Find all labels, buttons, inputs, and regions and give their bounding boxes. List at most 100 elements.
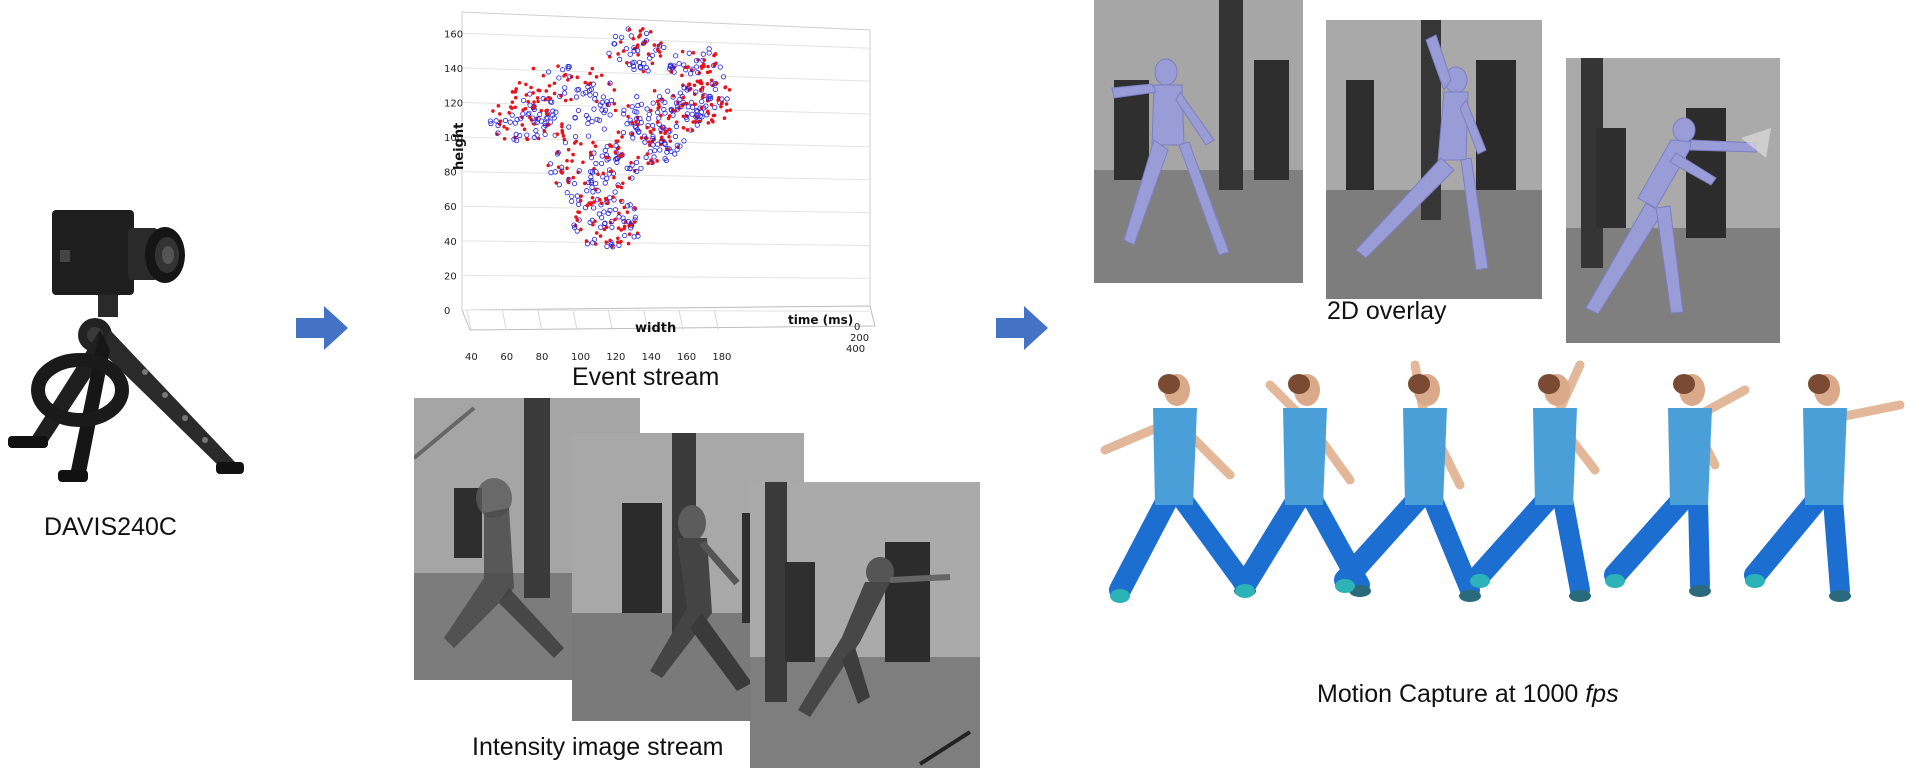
event-point-negative xyxy=(688,99,695,106)
event-point-positive xyxy=(705,82,710,86)
event-point-positive xyxy=(505,127,509,131)
event-point-negative xyxy=(613,142,619,149)
y-tick-label: 160 xyxy=(444,29,463,40)
event-camera-image xyxy=(0,200,250,500)
grid-line xyxy=(678,309,684,331)
event-point-positive xyxy=(619,154,623,159)
plot-grid xyxy=(461,11,876,331)
event-point-positive xyxy=(574,215,578,219)
grid-line xyxy=(643,309,649,331)
event-point-positive xyxy=(667,127,672,132)
event-point-positive xyxy=(706,64,710,69)
event-point-positive xyxy=(713,52,718,56)
event-point-positive xyxy=(685,128,690,132)
camera-label: DAVIS240C xyxy=(44,513,177,541)
event-point-negative xyxy=(689,111,695,117)
event-point-positive xyxy=(531,91,535,95)
mocap-leg xyxy=(1604,489,1693,586)
event-point-negative xyxy=(545,69,552,75)
event-point-positive xyxy=(616,130,621,134)
event-point-positive xyxy=(681,102,686,106)
mocap-hair xyxy=(1538,374,1560,394)
event-point-negative xyxy=(588,174,594,180)
event-point-positive xyxy=(646,161,651,165)
event-point-positive xyxy=(536,99,540,104)
event-point-positive xyxy=(612,175,616,180)
event-point-negative xyxy=(628,33,634,39)
event-point-negative xyxy=(569,198,575,204)
event-point-positive xyxy=(658,54,663,58)
event-point-positive xyxy=(655,159,659,163)
event-point-negative xyxy=(659,124,665,130)
event-point-negative xyxy=(518,116,524,122)
event-point-positive xyxy=(535,96,540,100)
event-point-negative xyxy=(607,112,613,118)
event-point-negative xyxy=(560,67,566,73)
event-point-negative xyxy=(656,94,663,100)
event-point-positive xyxy=(579,142,583,146)
event-point-negative xyxy=(495,130,501,136)
event-point-negative xyxy=(609,218,615,225)
mocap-figure xyxy=(1604,374,1750,597)
event-point-positive xyxy=(502,124,506,129)
event-point-negative xyxy=(564,190,570,196)
event-point-negative xyxy=(634,168,640,175)
event-point-negative xyxy=(621,107,627,113)
event-point-negative xyxy=(566,124,572,130)
event-point-negative xyxy=(650,123,656,129)
event-point-negative xyxy=(624,121,630,127)
event-point-negative xyxy=(562,140,569,146)
event-point-positive xyxy=(585,203,590,208)
event-point-positive xyxy=(616,226,621,230)
event-point-negative xyxy=(655,141,661,147)
event-point-positive xyxy=(621,181,625,186)
event-point-negative xyxy=(661,44,667,51)
event-point-negative xyxy=(717,64,723,70)
event-point-negative xyxy=(646,116,652,122)
event-point-negative xyxy=(495,122,501,129)
event-point-positive xyxy=(498,119,503,123)
event-point-positive xyxy=(627,27,632,32)
event-point-negative xyxy=(573,133,579,140)
event-point-negative xyxy=(590,240,596,246)
event-point-positive xyxy=(576,210,580,214)
event-point-positive xyxy=(622,226,626,231)
event-point-positive xyxy=(631,36,636,41)
event-point-positive xyxy=(681,83,685,88)
event-point-negative xyxy=(589,169,596,175)
event-point-negative xyxy=(599,153,605,159)
event-point-positive xyxy=(545,112,550,116)
mocap-leg xyxy=(1334,489,1428,591)
right-arrow-icon xyxy=(996,306,1048,350)
mocap-hair xyxy=(1673,374,1695,394)
event-point-negative xyxy=(624,203,631,209)
event-point-negative xyxy=(634,94,640,100)
event-point-negative xyxy=(598,160,605,167)
event-point-positive xyxy=(681,114,686,119)
event-point-positive xyxy=(627,232,632,236)
event-point-positive xyxy=(588,71,592,76)
event-point-negative xyxy=(684,111,691,117)
mocap-leg xyxy=(1744,489,1828,586)
event-point-negative xyxy=(582,205,589,211)
event-point-negative xyxy=(635,102,641,109)
event-point-negative xyxy=(646,111,652,118)
event-point-positive xyxy=(590,66,595,71)
event-point-positive xyxy=(723,85,728,89)
event-point-positive xyxy=(546,163,551,168)
mocap-shoe xyxy=(1459,590,1481,602)
z-axis-label: time (ms) xyxy=(788,313,853,327)
event-point-positive xyxy=(531,66,536,71)
event-point-positive xyxy=(616,52,620,56)
mocap-shoe xyxy=(1335,579,1355,593)
event-point-positive xyxy=(692,83,697,88)
event-point-positive xyxy=(687,82,691,87)
grid-line xyxy=(461,205,871,214)
event-point-negative xyxy=(566,176,572,183)
event-point-negative xyxy=(706,50,712,56)
y-tick-label: 0 xyxy=(444,306,450,317)
event-point-positive xyxy=(709,102,714,107)
event-point-negative xyxy=(647,149,653,155)
event-point-negative xyxy=(502,117,509,124)
event-point-negative xyxy=(614,159,620,165)
